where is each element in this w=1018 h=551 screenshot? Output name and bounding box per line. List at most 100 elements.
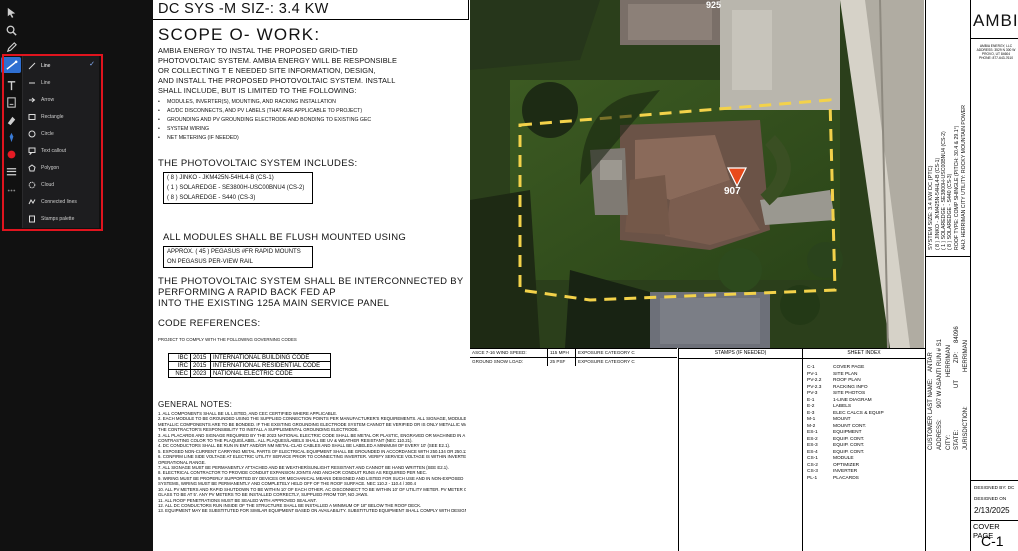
divider xyxy=(971,520,1018,521)
index-title: EQUIP. CONT. xyxy=(833,443,865,448)
code-name: INTERNATIONAL RESIDENTIAL CODE xyxy=(210,361,331,370)
aerial-photo xyxy=(470,0,924,348)
text-tool-icon[interactable] xyxy=(3,77,19,93)
bullet-marker: • xyxy=(158,126,160,132)
roof-type-vertical: ROOF TYPE: COMP SHINGLE (PITCH: 30.4 & 2… xyxy=(954,125,960,250)
index-title: MOUNT xyxy=(833,417,851,422)
highlight-tool-icon[interactable] xyxy=(3,112,19,128)
pv-items-box: ( 8 ) JINKO - JKM425N-54HL4-B (CS-1) ( 1… xyxy=(163,172,313,204)
pv-item: ( 8 ) JINKO - JKM425N-54HL4-B (CS-1) xyxy=(167,175,274,181)
zip-label: ZIP: xyxy=(954,351,960,363)
code-year: 2015 xyxy=(190,361,211,370)
city-value: HERRIMAN xyxy=(946,344,952,377)
stamp-icon xyxy=(23,215,41,223)
map-pin-icon xyxy=(727,167,747,188)
system-size-box: DC SYS -M SIZ-: 3.4 KW xyxy=(153,0,469,20)
address-line: AMBIA ENERGY, LLC xyxy=(979,44,1013,48)
note-line: THE CONTRACTOR'S RESPONSIBILITY TO INSTA… xyxy=(158,427,359,433)
menu-item-label: Polygon xyxy=(41,164,60,171)
stamp-tool-icon[interactable] xyxy=(3,94,19,110)
mount-item: APPROX. ( 45 ) PEGASUS #FR RAPID MOUNTS xyxy=(167,249,301,255)
scope-bullet: NET METERING (IF NEEDED) xyxy=(167,135,239,141)
note-line: 2. EACH MODULE TO BE GROUNDED USING THE … xyxy=(158,416,466,422)
bullet-marker: • xyxy=(158,99,160,105)
note-line: SYSTEMS, WIRING MUST BE PERMANENTLY AND … xyxy=(158,481,416,487)
interconnect-line: INTO THE EXISTING 125A MAIN SERVICE PANE… xyxy=(158,298,390,309)
line-weight-icon[interactable] xyxy=(3,163,19,179)
menu-item-cloud[interactable]: Cloud xyxy=(23,175,100,194)
note-line: 12. ALL DC CONDUCTORS RUN INSIDE OF THE … xyxy=(158,502,422,508)
city-label: CITY: xyxy=(946,434,952,450)
pv-item: ( 1 ) SOLAREDGE - SE3800H-USC00BNU4 (CS-… xyxy=(167,185,305,191)
snow-value: 25 PSF xyxy=(548,358,576,366)
pv-item: ( 8 ) SOLAREDGE - S440 (CS-3) xyxy=(167,195,256,201)
index-code: M-2 xyxy=(807,423,816,429)
scope-line: OR COLLECTING T E NEEDED SITE INFORMATIO… xyxy=(158,66,376,75)
state-value: UT xyxy=(954,380,960,388)
divider xyxy=(971,480,1018,481)
line-tool-icon[interactable] xyxy=(1,57,21,73)
menu-item-label: Text callout xyxy=(41,147,67,154)
system-size-vertical: SYSTEM SIZE: 3.4 KW DC (PTC) xyxy=(928,165,934,250)
note-line: METALLIC COMPONENTS ARE TO BE BONDED. IF… xyxy=(158,421,466,427)
jurisdiction-label: JURISDICTION: xyxy=(963,406,969,450)
divider xyxy=(971,38,1018,39)
index-code: PL-1 xyxy=(807,475,818,481)
note-line: 6. CONFIRM LINE SIDE VOLTAGE AT ELECTRIC… xyxy=(158,454,466,460)
scope-column: DC SYS -M SIZ-: 3.4 KW SCOPE O- WORK: AM… xyxy=(153,0,469,551)
general-notes: 1. ALL COMPONENTS SHALL BE UL LISTED, AN… xyxy=(158,411,466,551)
note-line: CONTRASTING COLOR TO THE PLAQUE/LABEL. A… xyxy=(158,438,413,444)
zoom-tool-icon[interactable] xyxy=(3,22,19,38)
note-line: 5. EXPOSED NON-CURRENT CARRYING METAL PA… xyxy=(158,448,466,454)
note-line: 13. EQUIPMENT MAY BE SUBSTITUTED FOR SIM… xyxy=(158,508,466,514)
menu-item-rectangle[interactable]: Rectangle xyxy=(23,107,100,126)
select-tool-icon[interactable] xyxy=(3,4,19,20)
menu-item-text-callout[interactable]: Text callout xyxy=(23,141,100,160)
company-address: AMBIA ENERGY, LLC ADDRESS: 3529 N 300 W … xyxy=(974,44,1018,60)
line-tool-menu: Line ✓ Line Arrow Rectangle Circle Text … xyxy=(22,56,99,228)
index-title: ROOF PLAN xyxy=(833,378,861,383)
scope-line: SHALL INCLUDE, BUT IS LIMITED TO THE FOL… xyxy=(158,86,357,95)
menu-item-circle[interactable]: Circle xyxy=(23,124,100,143)
bullet-marker: • xyxy=(158,108,160,114)
note-line: GLASS TO BE AT 5'. ANY PV METERS TO BE I… xyxy=(158,492,369,498)
menu-item-line[interactable]: Line xyxy=(23,73,100,92)
code-abbr: NEC xyxy=(168,369,191,378)
pv-heading: THE PHOTOVOLTAIC SYSTEM INCLUDES: xyxy=(158,158,358,169)
more-tools-icon[interactable] xyxy=(3,182,19,198)
color-swatch-icon[interactable] xyxy=(3,146,19,162)
menu-item-label: Line xyxy=(41,79,51,86)
code-heading: CODE REFERENCES: xyxy=(158,318,261,329)
menu-item-polygon[interactable]: Polygon xyxy=(23,158,100,177)
page-name: COVER PAGE xyxy=(973,522,1000,540)
measure-tool-icon[interactable] xyxy=(3,129,19,145)
cloud-icon xyxy=(23,181,41,189)
menu-item-arrow[interactable]: Arrow xyxy=(23,90,100,109)
ahj-vertical: AHJ: HERRIMAN CITY UTILITY: ROCKY MOUNTA… xyxy=(961,105,967,250)
satellite-site-image: 907 925 xyxy=(470,0,924,348)
menu-item-connected-lines[interactable]: Connected lines xyxy=(23,192,100,211)
index-code: PV-2.3 xyxy=(807,384,822,390)
pen-tool-icon[interactable] xyxy=(3,39,19,55)
title-block: AMBIA AMBIA ENERGY, LLC ADDRESS: 3529 N … xyxy=(970,0,1018,551)
divider xyxy=(926,256,971,257)
mount-item: ON PEGASUS PER-VIEW RAIL xyxy=(167,259,254,265)
note-line: 8. ELECTRICAL CONTRACTOR TO PROVIDE COND… xyxy=(158,470,427,476)
menu-item-stamps-palette[interactable]: Stamps palette xyxy=(23,209,100,228)
menu-item-line[interactable]: Line ✓ xyxy=(23,56,100,75)
index-title: SITE PHOTOS xyxy=(833,391,866,396)
scope-line: AMBIA ENERGY TO INSTAL THE PROPOSED GRID… xyxy=(158,46,358,55)
index-code: ES-4 xyxy=(807,449,818,455)
customer-name: ANTAR xyxy=(928,352,934,372)
index-title: EQUIP. CONT. xyxy=(833,449,865,455)
tool-rail xyxy=(0,0,22,551)
line-icon xyxy=(23,62,41,70)
drawing-sheet[interactable]: DC SYS -M SIZ-: 3.4 KW SCOPE O- WORK: AM… xyxy=(153,0,1018,551)
